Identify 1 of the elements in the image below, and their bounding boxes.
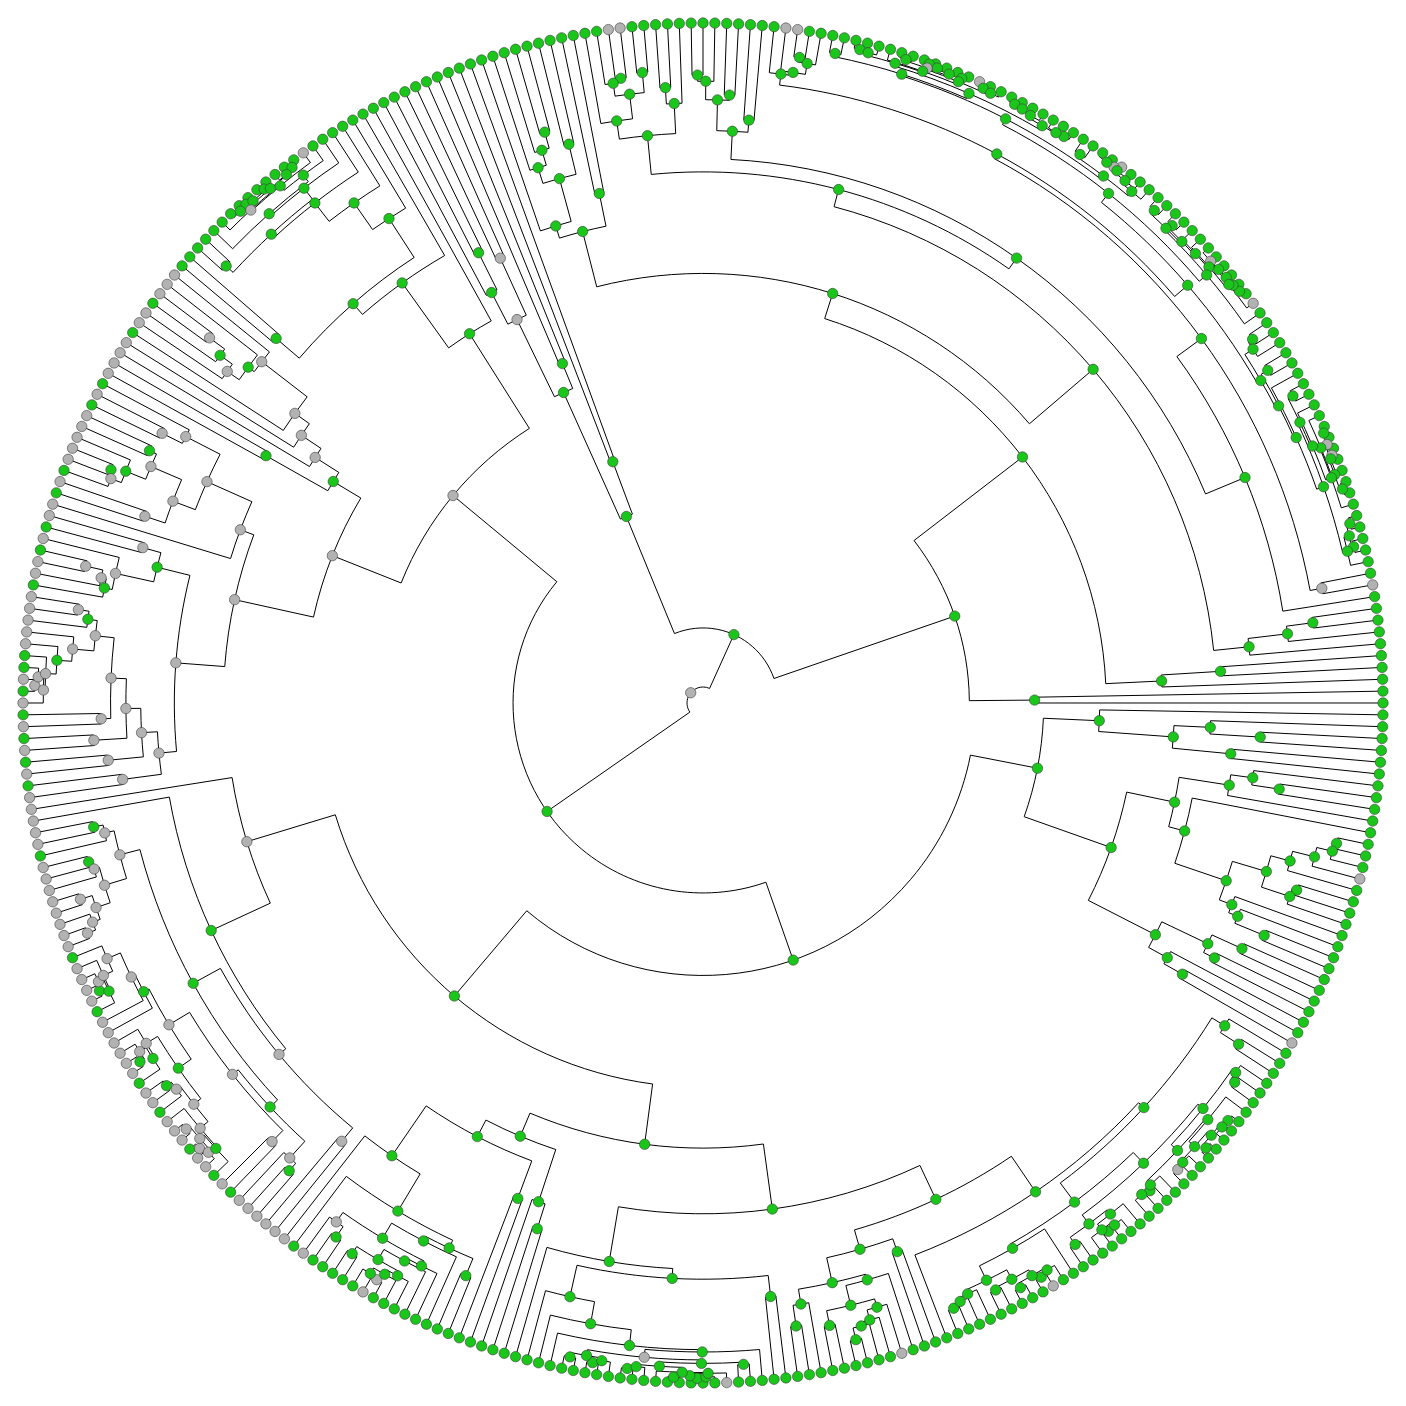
phylogenetic-tree-drawing [17, 17, 1389, 1389]
